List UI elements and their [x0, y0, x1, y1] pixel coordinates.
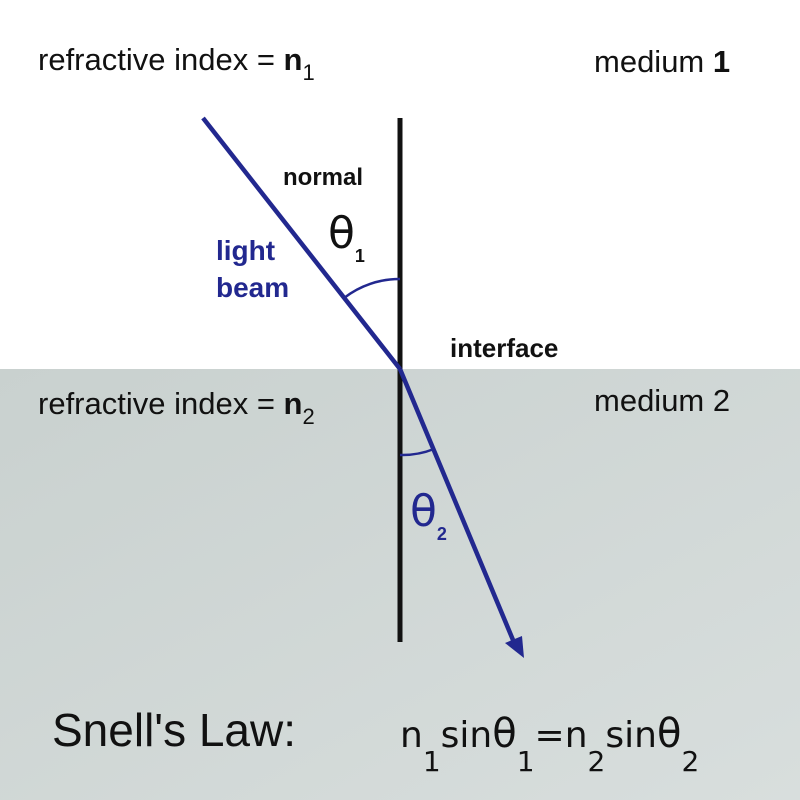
eq-theta2: θ [656, 711, 682, 757]
eq-n1-sub: 1 [422, 745, 441, 778]
theta-2-label: θ2 [410, 490, 447, 544]
medium-1-name: medium 1 [594, 46, 730, 77]
beam-arrowhead [505, 636, 524, 658]
medium-2-name: medium 2 [594, 383, 731, 418]
theta-1-symbol: θ [328, 208, 355, 259]
light-beam-label-line1: light [216, 235, 276, 266]
medium-1-index-text: refractive index = [38, 42, 284, 77]
eq-sin-right: sin [605, 715, 657, 756]
incidence-angle-arc [343, 277, 401, 299]
n1-symbol: n [283, 42, 303, 77]
light-beam-label-line2: beam [216, 272, 290, 303]
formula-title: Snell's Law: [52, 704, 297, 756]
eq-theta1: θ [492, 711, 517, 757]
theta-1-subscript: 1 [354, 246, 365, 266]
theta-1-label: θ1 [328, 212, 365, 266]
medium-2-index-text: refractive index = [38, 386, 284, 421]
refracted-beam [397, 368, 516, 641]
theta-2-symbol: θ [410, 486, 437, 537]
n2-symbol: n [283, 386, 303, 421]
n2-subscript: 2 [302, 404, 315, 429]
eq-n1: n [400, 715, 423, 756]
n1-subscript: 1 [302, 60, 315, 85]
medium-2-index-label: refractive index = n2 [38, 386, 315, 428]
snells-law-equation: n1sinθ1=n2sinθ2 [400, 711, 699, 776]
interface-label: interface [450, 333, 559, 363]
eq-sin-left: sin [440, 715, 493, 756]
normal-label: normal [283, 164, 364, 191]
eq-theta1-sub: 1 [516, 745, 535, 778]
medium-1-text: medium [594, 44, 713, 79]
eq-equals: = [534, 715, 565, 756]
theta-2-subscript: 2 [436, 524, 447, 544]
refraction-angle-arc [399, 447, 435, 457]
eq-theta2-sub: 2 [681, 745, 700, 778]
medium-1-number: 1 [712, 44, 731, 79]
eq-n2-sub: 2 [587, 745, 606, 778]
eq-n2: n [564, 715, 588, 756]
incident-beam [201, 116, 402, 371]
medium-1-index-label: refractive index = n1 [38, 42, 315, 84]
